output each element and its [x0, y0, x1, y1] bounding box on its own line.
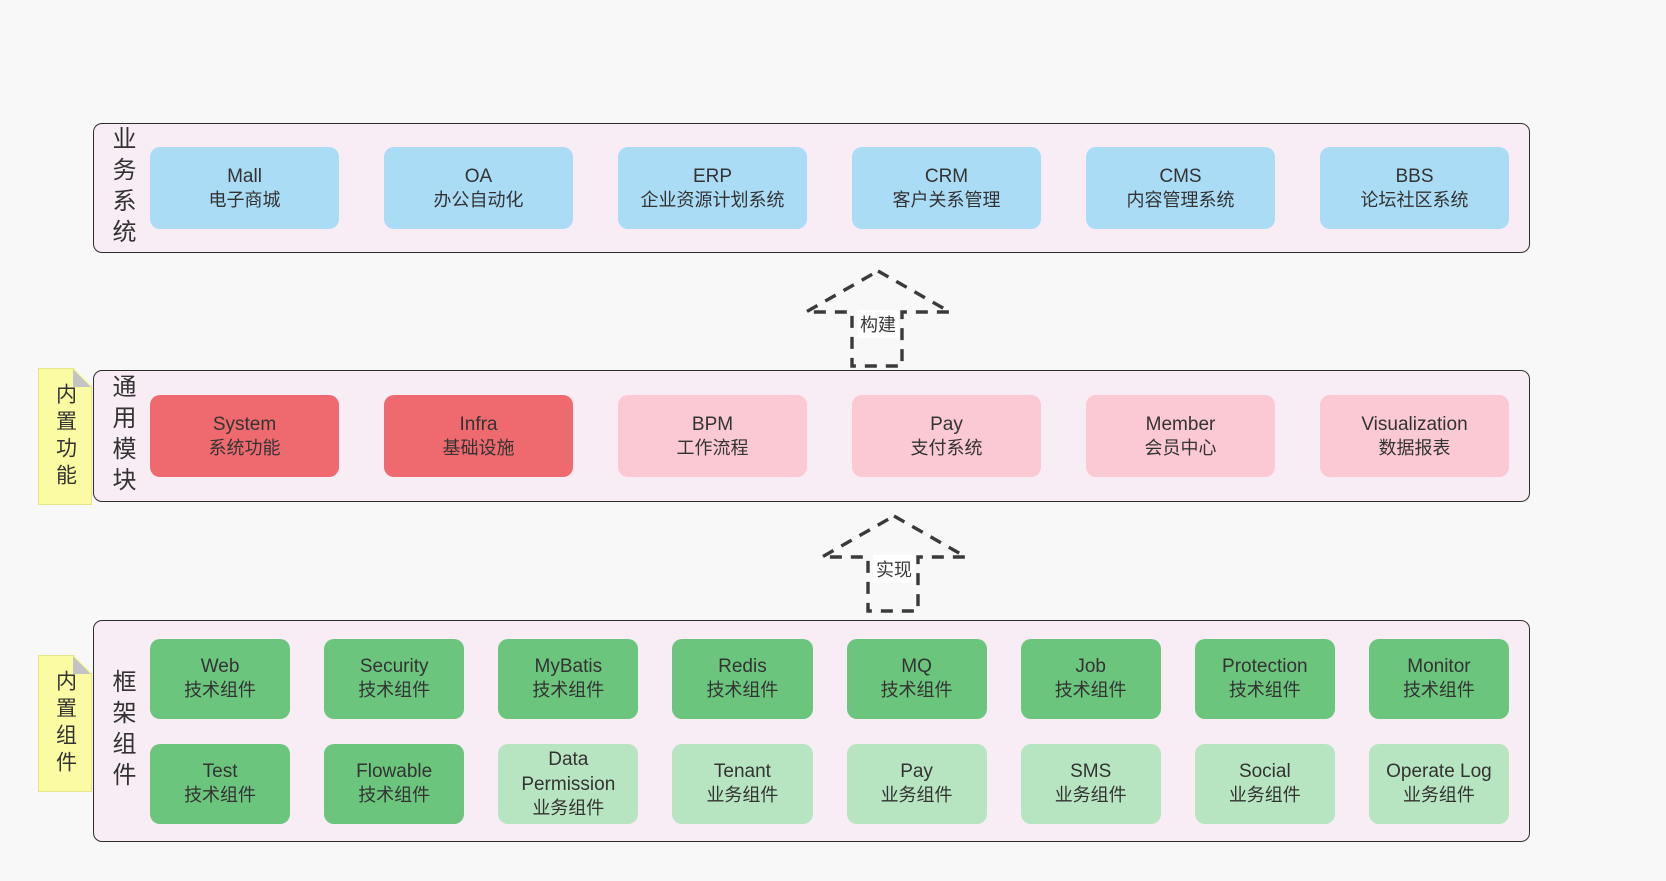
- layer-common-modules: 通用模块 System 系统功能 Infra 基础设施 BPM 工作流程 Pay…: [93, 370, 1530, 502]
- box-subtitle: 企业资源计划系统: [640, 189, 785, 210]
- box-title: Flowable: [356, 761, 433, 783]
- box-subtitle: 系统功能: [208, 437, 281, 458]
- box-title: Job: [1075, 656, 1106, 678]
- box-sms: SMS 业务组件: [1020, 743, 1161, 824]
- arrow-up-dashed-icon: [799, 269, 957, 368]
- box-subtitle: 技术组件: [706, 680, 779, 701]
- arrow-build-label: 构建: [857, 310, 899, 338]
- box-mq: MQ 技术组件: [846, 638, 987, 719]
- box-title: Pay: [900, 761, 933, 783]
- box-title: SMS: [1070, 761, 1112, 783]
- box-monitor: Monitor 技术组件: [1368, 638, 1509, 719]
- box-tenant: Tenant 业务组件: [672, 743, 813, 824]
- box-title: CRM: [924, 165, 969, 187]
- box-subtitle: 技术组件: [184, 680, 257, 701]
- box-subtitle: 技术组件: [1228, 680, 1301, 701]
- box-subtitle: 工作流程: [676, 437, 749, 458]
- box-subtitle: 技术组件: [532, 680, 605, 701]
- box-subtitle: 技术组件: [358, 785, 431, 806]
- layer-framework-components: 框架组件 Web 技术组件 Security 技术组件 MyBatis 技术组件…: [93, 620, 1530, 842]
- box-oa: OA 办公自动化: [384, 147, 573, 229]
- sticky-built-in-components: 内置组件: [38, 655, 92, 792]
- box-title: Tenant: [713, 761, 771, 783]
- box-title: Pay: [930, 413, 963, 435]
- arrow-implement: 实现: [815, 513, 973, 613]
- box-title: Infra: [459, 413, 498, 435]
- box-subtitle: 技术组件: [1402, 680, 1475, 701]
- box-erp: ERP 企业资源计划系统: [618, 147, 807, 229]
- box-title: BPM: [691, 413, 734, 435]
- box-bpm: BPM 工作流程: [618, 395, 807, 477]
- box-title: Social: [1238, 761, 1291, 783]
- box-pay-business: Pay 业务组件: [846, 743, 987, 824]
- box-subtitle: 业务组件: [1228, 785, 1301, 806]
- box-bbs: BBS 论坛社区系统: [1320, 147, 1509, 229]
- box-title: Web: [200, 656, 240, 678]
- box-security: Security 技术组件: [324, 638, 465, 719]
- box-member: Member 会员中心: [1086, 395, 1275, 477]
- box-title: MyBatis: [534, 656, 603, 678]
- box-operate-log: Operate Log 业务组件: [1368, 743, 1509, 824]
- box-redis: Redis 技术组件: [672, 638, 813, 719]
- layer-business-systems: 业务系统 Mall 电子商城 OA 办公自动化 ERP 企业资源计划系统 CRM…: [93, 123, 1530, 253]
- box-social: Social 业务组件: [1194, 743, 1335, 824]
- box-title: MQ: [901, 656, 932, 678]
- arrow-up-dashed-icon: [815, 514, 973, 613]
- box-title: Test: [202, 761, 238, 783]
- box-title: ERP: [692, 165, 733, 187]
- box-subtitle: 电子商城: [208, 189, 281, 210]
- box-title: OA: [464, 165, 493, 187]
- box-protection: Protection 技术组件: [1194, 638, 1335, 719]
- box-mybatis: MyBatis 技术组件: [498, 638, 639, 719]
- box-subtitle: 业务组件: [1054, 785, 1127, 806]
- box-subtitle: 基础设施: [442, 437, 515, 458]
- box-subtitle: 技术组件: [880, 680, 953, 701]
- box-subtitle: 办公自动化: [433, 189, 524, 210]
- box-web: Web 技术组件: [150, 638, 291, 719]
- box-title: Member: [1145, 413, 1216, 435]
- box-mall: Mall 电子商城: [150, 147, 339, 229]
- box-title: Data Permission: [521, 748, 616, 795]
- box-pay: Pay 支付系统: [852, 395, 1041, 477]
- arrow-build: 构建: [799, 268, 957, 368]
- box-subtitle: 会员中心: [1144, 437, 1217, 458]
- box-title: Protection: [1222, 656, 1308, 678]
- box-subtitle: 支付系统: [910, 437, 983, 458]
- box-title: Redis: [718, 656, 767, 678]
- arrow-implement-label: 实现: [873, 555, 915, 583]
- box-title: System: [212, 413, 277, 435]
- box-subtitle: 客户关系管理: [892, 189, 1001, 210]
- box-title: Visualization: [1361, 413, 1468, 435]
- box-system: System 系统功能: [150, 395, 339, 477]
- box-test: Test 技术组件: [150, 743, 291, 824]
- layer-components-label: 框架组件: [108, 669, 135, 793]
- box-subtitle: 数据报表: [1378, 437, 1451, 458]
- box-crm: CRM 客户关系管理: [852, 147, 1041, 229]
- layer-business-label: 业务系统: [108, 126, 135, 250]
- box-subtitle: 业务组件: [1402, 785, 1475, 806]
- box-subtitle: 业务组件: [706, 785, 779, 806]
- box-data-permission: Data Permission 业务组件: [498, 743, 639, 824]
- box-title: Security: [359, 656, 429, 678]
- box-flowable: Flowable 技术组件: [324, 743, 465, 824]
- box-infra: Infra 基础设施: [384, 395, 573, 477]
- box-title: BBS: [1395, 165, 1434, 187]
- box-title: Operate Log: [1386, 761, 1492, 783]
- box-subtitle: 技术组件: [1054, 680, 1127, 701]
- layer-modules-label: 通用模块: [108, 374, 135, 498]
- box-visualization: Visualization 数据报表: [1320, 395, 1509, 477]
- box-title: CMS: [1159, 165, 1202, 187]
- box-subtitle: 内容管理系统: [1126, 189, 1235, 210]
- box-cms: CMS 内容管理系统: [1086, 147, 1275, 229]
- box-subtitle: 论坛社区系统: [1360, 189, 1469, 210]
- box-job: Job 技术组件: [1020, 638, 1161, 719]
- box-subtitle: 业务组件: [532, 797, 605, 818]
- sticky-built-in-functions: 内置功能: [38, 368, 92, 505]
- box-title: Monitor: [1407, 656, 1471, 678]
- box-subtitle: 技术组件: [184, 785, 257, 806]
- box-subtitle: 技术组件: [358, 680, 431, 701]
- box-subtitle: 业务组件: [880, 785, 953, 806]
- box-title: Mall: [227, 165, 262, 187]
